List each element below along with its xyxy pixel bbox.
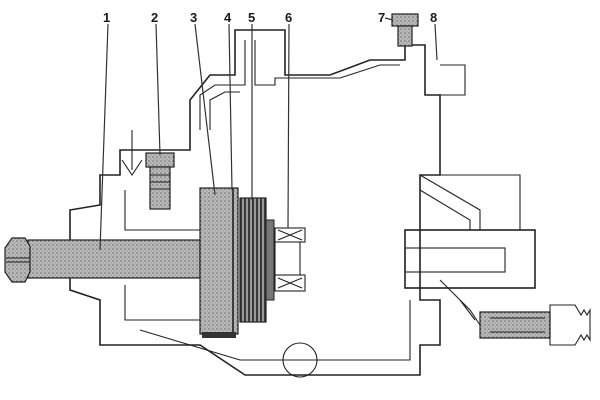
fuel-channel-upper [199,40,400,130]
callout-6: 6 [285,10,292,25]
leader-3 [194,23,216,196]
callout-5: 5 [248,10,255,25]
top-bolt-body [397,25,413,47]
bolt-body [149,166,171,210]
flow-arrow-icon [121,130,143,176]
side-port [440,64,466,96]
callout-7: 7 [378,10,385,25]
callout-8: 8 [430,10,437,25]
disc-base [202,332,236,338]
callout-1: 1 [103,10,110,25]
valve-fitting-thread [549,304,591,346]
leader-6 [287,23,290,229]
delivery-valve-body [479,311,551,339]
drive-shaft [27,239,201,279]
leader-7 [384,17,394,21]
drive-disc [199,187,239,335]
callout-3: 3 [190,10,197,25]
bottom-pocket [282,342,318,378]
distributor-plunger-housing [404,229,536,289]
distributor-head-channels [419,174,521,326]
shaft-nut [4,237,31,283]
leader-2 [155,23,161,156]
callout-4: 4 [224,10,232,25]
leader-4 [228,23,233,191]
distributor-plunger [404,247,506,273]
leader-8 [434,23,438,61]
coupling-block [274,227,306,243]
callout-2: 2 [151,10,158,25]
bolt-head [145,152,175,168]
leader-1 [99,23,109,251]
pump-housing-outline [69,29,441,376]
top-bolt-head [391,13,419,27]
inner-housing-wall [124,190,411,361]
gear-wheel [239,197,267,323]
